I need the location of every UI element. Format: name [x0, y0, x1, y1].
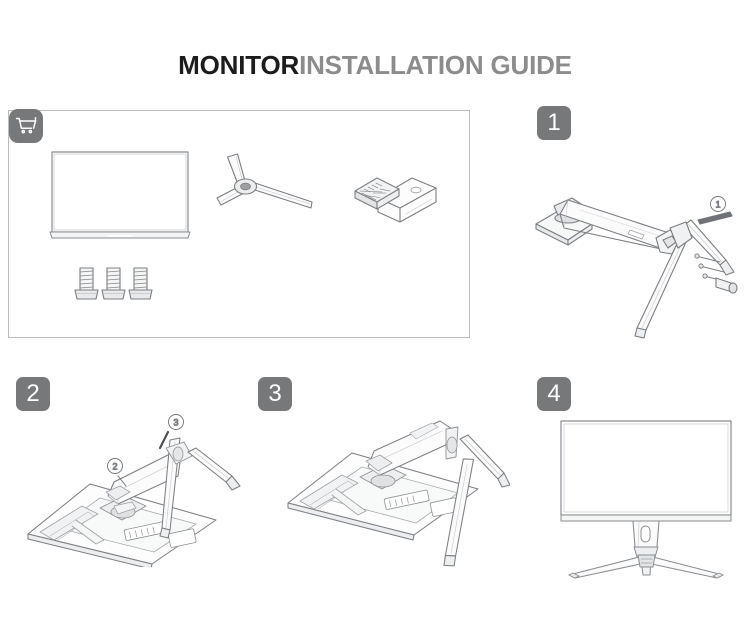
step-1-number: 1 [547, 109, 561, 136]
parts-box-badge [9, 109, 43, 143]
shopping-cart-icon [15, 116, 37, 134]
step-2-artwork: 2 3 [27, 414, 241, 567]
step-3-badge: 3 [258, 377, 292, 411]
page-title: MONITORINSTALLATION GUIDE [0, 48, 750, 82]
step-1-callout-1-label: 1 [715, 200, 720, 210]
step-4-badge: 4 [537, 377, 571, 411]
parts-box-artwork [49, 151, 437, 300]
step-3-artwork [287, 420, 510, 567]
step-3-number: 3 [268, 380, 282, 407]
page-title-light: INSTALLATION GUIDE [299, 50, 572, 80]
step-2-number: 2 [26, 380, 40, 407]
step-4-number: 4 [547, 380, 561, 407]
step-4-artwork [560, 420, 732, 579]
step-1-artwork: 1 [535, 196, 738, 339]
step-1-badge: 1 [537, 106, 571, 140]
step-2-callout-2-label: 3 [173, 418, 178, 428]
step-2-callout-1-label: 2 [112, 462, 117, 472]
page-title-strong: MONITOR [178, 50, 300, 80]
step-2-badge: 2 [16, 377, 50, 411]
